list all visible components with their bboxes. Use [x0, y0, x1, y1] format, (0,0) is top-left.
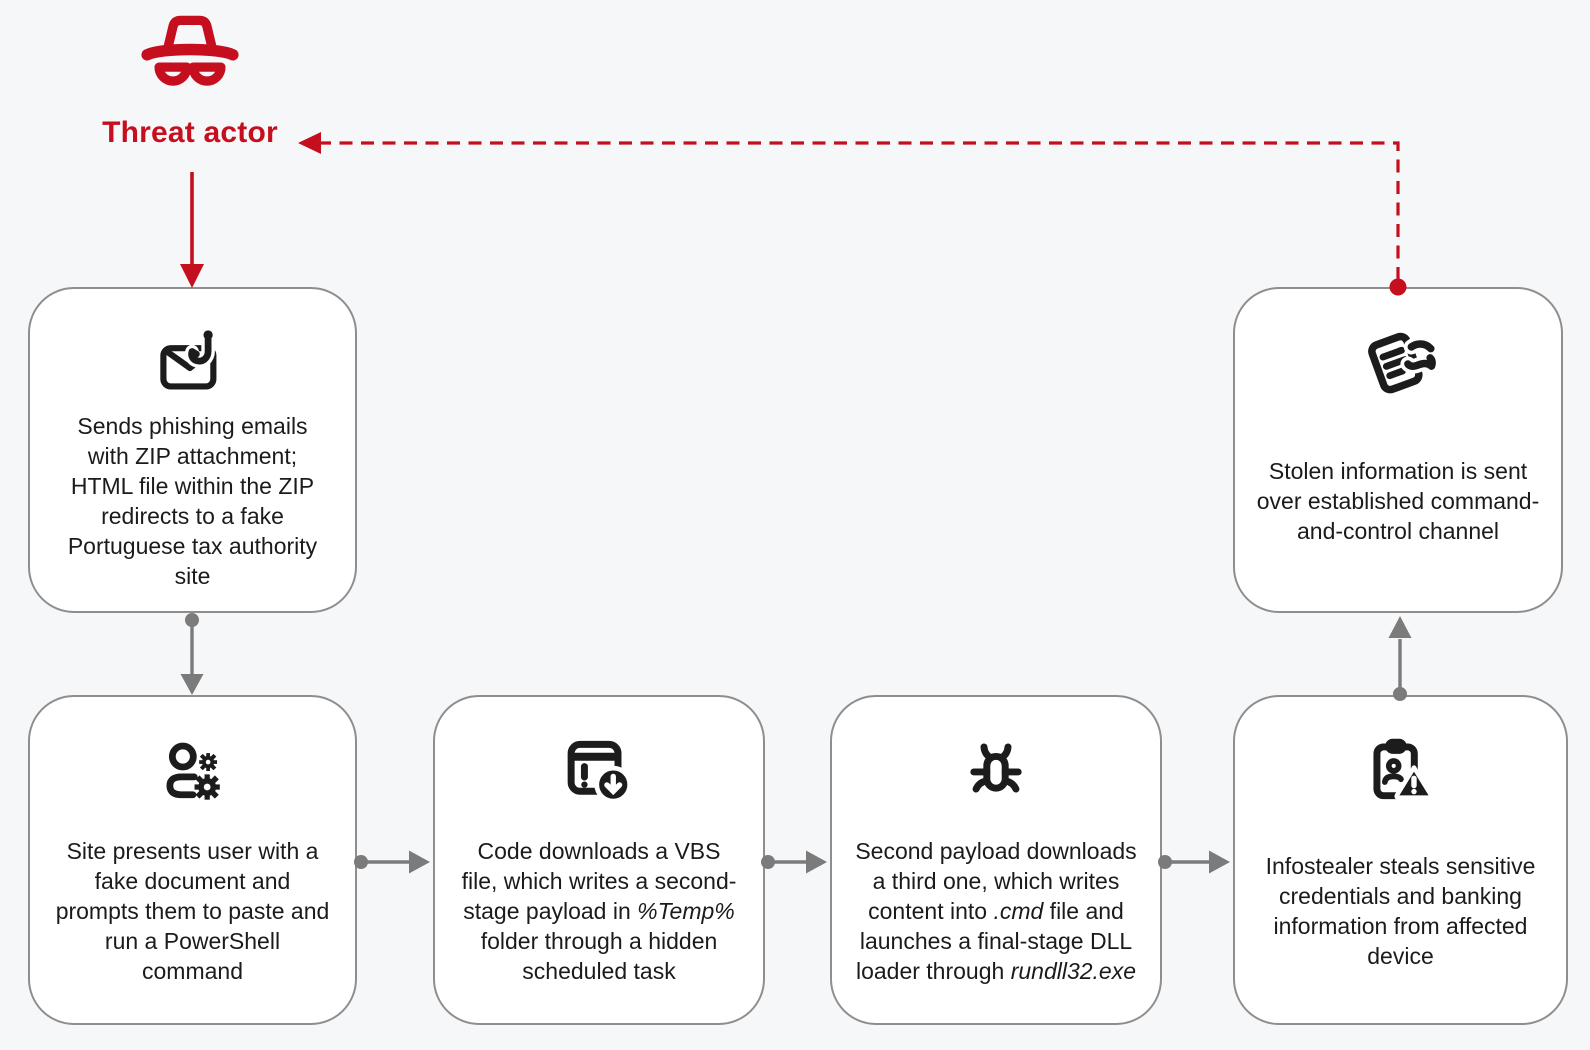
node-third-payload-text: Second payload downloads a third one, wh…: [855, 838, 1137, 984]
phishing-email-hook-icon: [159, 330, 216, 390]
clipboard-warning-icon: [1372, 738, 1434, 800]
arrow-infostealer-to-exfiltration: [1388, 616, 1412, 701]
threat-actor-label: Threat actor: [102, 116, 278, 149]
window-alert-download-icon: [567, 740, 633, 804]
large-gear: [194, 774, 220, 800]
small-gear: [198, 753, 217, 771]
arrow-fake-site-to-vbs: [354, 850, 430, 874]
arrow-vbs-to-third-payload: [761, 850, 827, 874]
node-exfiltration: Stolen information is sent over establis…: [1233, 287, 1563, 613]
threat-actor-node: Threat actor: [58, 4, 322, 150]
node-exfiltration-text: Stolen information is sent over establis…: [1256, 458, 1540, 544]
arrow-third-payload-to-infostealer: [1158, 850, 1230, 874]
node-vbs-download: Code downloads a VBS file, which writes …: [433, 695, 765, 1025]
incognito-spy-icon: [141, 15, 239, 86]
arrow-threat-actor-to-phishing: [180, 172, 204, 288]
node-third-payload: Second payload downloads a third one, wh…: [830, 695, 1162, 1025]
dashed-arrow-exfiltration-to-threat-actor: [298, 132, 1407, 296]
node-fake-site-text: Site presents user with a fake document …: [55, 838, 330, 984]
node-phishing-email: Sends phishing emails with ZIP attachmen…: [28, 287, 357, 613]
node-phishing-email-text: Sends phishing emails with ZIP attachmen…: [67, 413, 318, 589]
arrow-phishing-to-fake-site: [180, 613, 204, 695]
bug-icon: [970, 743, 1022, 793]
node-infostealer-text: Infostealer steals sensitive credentials…: [1265, 853, 1536, 969]
node-fake-site: Site presents user with a fake document …: [28, 695, 357, 1025]
document-grab-icon: [1368, 332, 1439, 394]
node-infostealer: Infostealer steals sensitive credentials…: [1233, 695, 1568, 1025]
node-vbs-download-text: Code downloads a VBS file, which writes …: [461, 838, 737, 984]
user-gears-icon: [165, 742, 220, 800]
